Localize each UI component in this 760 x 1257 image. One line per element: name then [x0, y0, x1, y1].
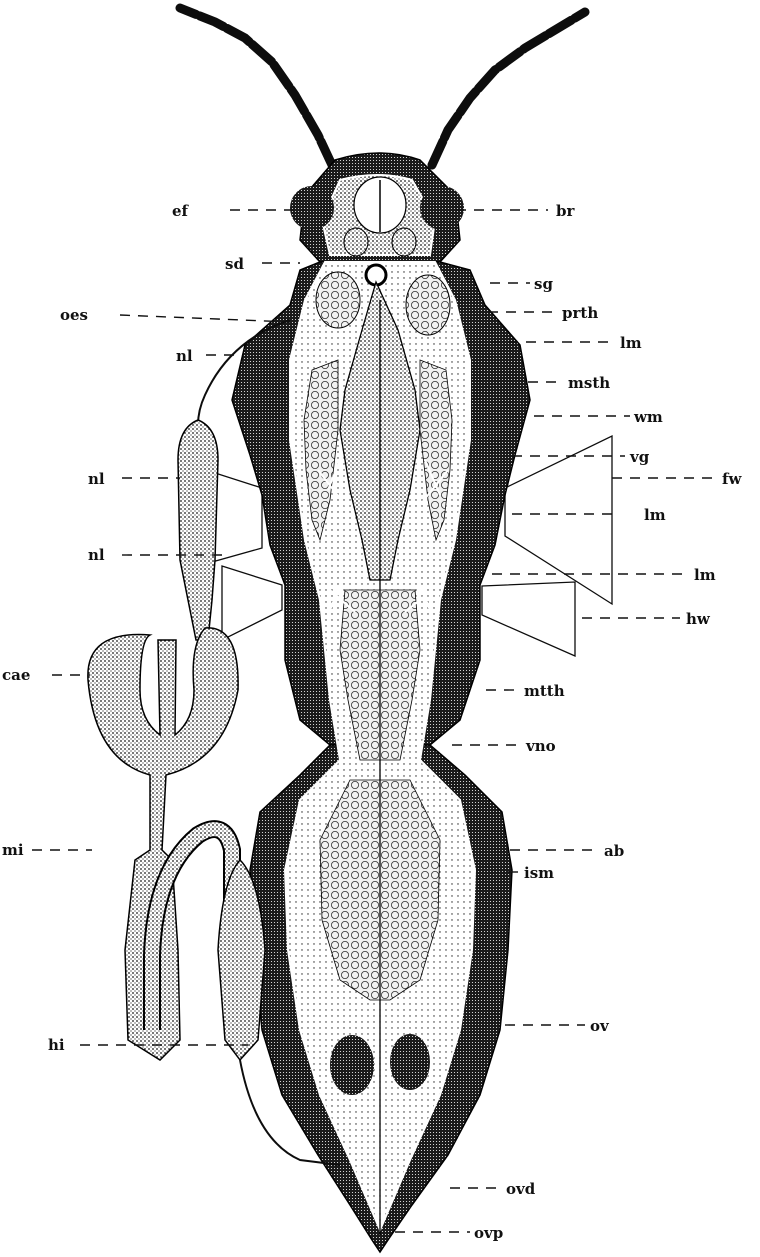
label-sd: sd	[225, 255, 244, 273]
label-msth: msth	[568, 374, 610, 392]
label-ovd: ovd	[506, 1180, 536, 1198]
label-prth: prth	[562, 304, 598, 322]
label-vno: vno	[525, 737, 556, 755]
oviduct-left	[330, 1035, 374, 1095]
salivary-gland-left	[316, 272, 360, 328]
label-lm: lm	[694, 566, 716, 584]
label-fw: fw	[722, 470, 742, 488]
label-mi: mi	[2, 841, 24, 859]
label-nl: nl	[88, 470, 105, 488]
oviduct-right	[390, 1034, 430, 1090]
label-hi: hi	[48, 1036, 65, 1054]
label-ov: ov	[590, 1017, 610, 1035]
label-br: br	[556, 202, 575, 220]
nephric-tube	[178, 420, 218, 640]
label-nl: nl	[88, 546, 105, 564]
label-ism: ism	[524, 864, 554, 882]
label-ef: ef	[172, 202, 190, 220]
label-vg: vg	[629, 448, 650, 466]
label-lm: lm	[620, 334, 642, 352]
gastric-caecum	[88, 628, 238, 1060]
label-wm: wm	[633, 408, 663, 426]
label-nl: nl	[176, 347, 193, 365]
eye-left	[290, 186, 334, 230]
antennae	[180, 8, 585, 165]
salivary-gland-right	[406, 275, 450, 335]
label-hw: hw	[686, 610, 711, 628]
label-ovp: ovp	[474, 1224, 503, 1242]
label-sg: sg	[534, 275, 553, 293]
label-ab: ab	[604, 842, 624, 860]
label-mtth: mtth	[524, 682, 565, 700]
label-lm: lm	[644, 506, 666, 524]
label-cae: cae	[2, 666, 30, 684]
eye-right	[420, 186, 464, 230]
label-oes: oes	[60, 306, 88, 324]
